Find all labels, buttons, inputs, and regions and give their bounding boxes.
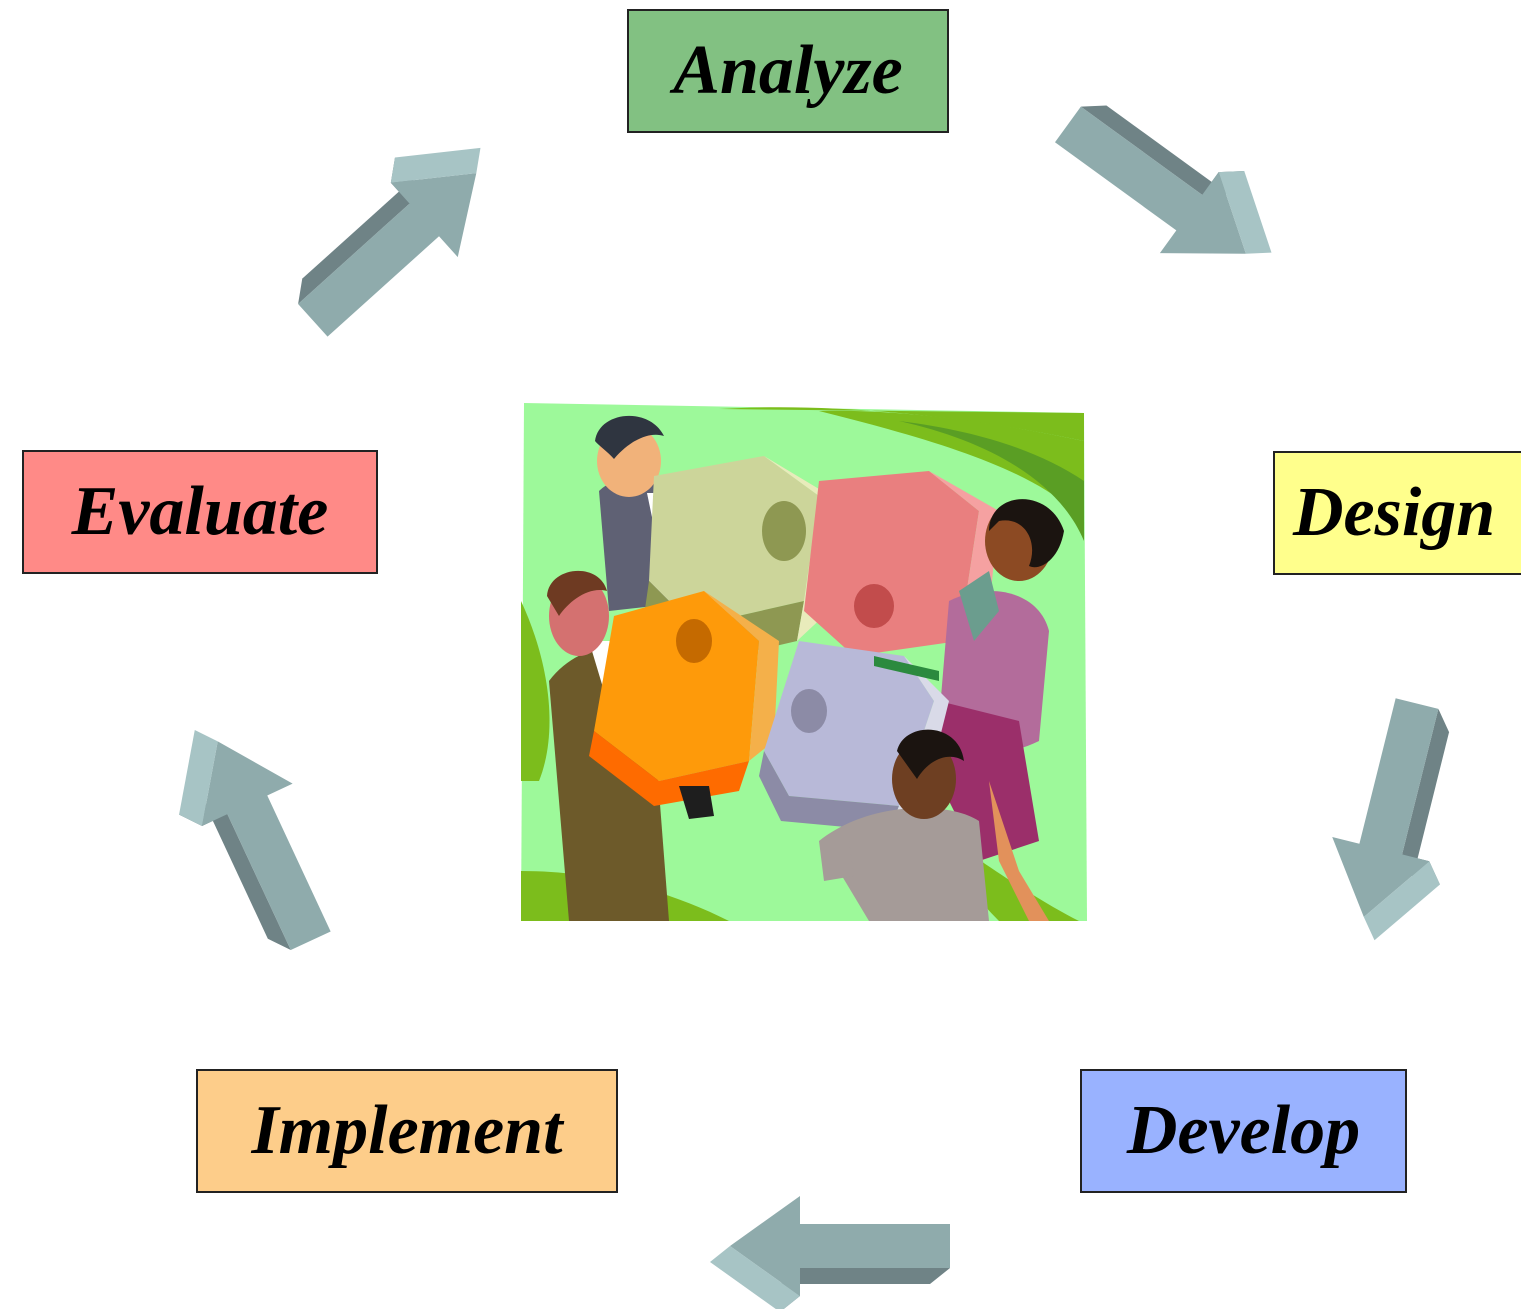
phase-implement[interactable]: Implement [196,1069,618,1193]
puzzle-team-illustration [521,403,1087,921]
arrow-design-to-develop [1310,691,1465,948]
phase-implement-label: Implement [251,1092,563,1169]
arrow-right-icon [710,1196,950,1309]
arrow-develop-to-implement [710,1196,950,1309]
phase-evaluate-label: Evaluate [71,473,329,550]
arrow-right-icon [179,730,331,951]
arrow-implement-to-evaluate [164,702,356,962]
arrow-right-icon [1054,105,1272,254]
arrow-right-icon [1332,698,1450,941]
arrow-analyze-to-design [1039,84,1292,306]
phase-analyze-label: Analyze [673,32,903,109]
phase-analyze[interactable]: Analyze [627,9,949,133]
phase-design-label: Design [1293,474,1496,551]
arrow-right-icon [298,147,481,337]
team-puzzle-illustration [519,401,1089,923]
phase-design[interactable]: Design [1273,451,1521,575]
phase-develop-label: Develop [1126,1092,1361,1169]
phase-evaluate[interactable]: Evaluate [22,450,378,574]
phase-develop[interactable]: Develop [1080,1069,1407,1193]
arrow-evaluate-to-analyze [279,123,524,358]
